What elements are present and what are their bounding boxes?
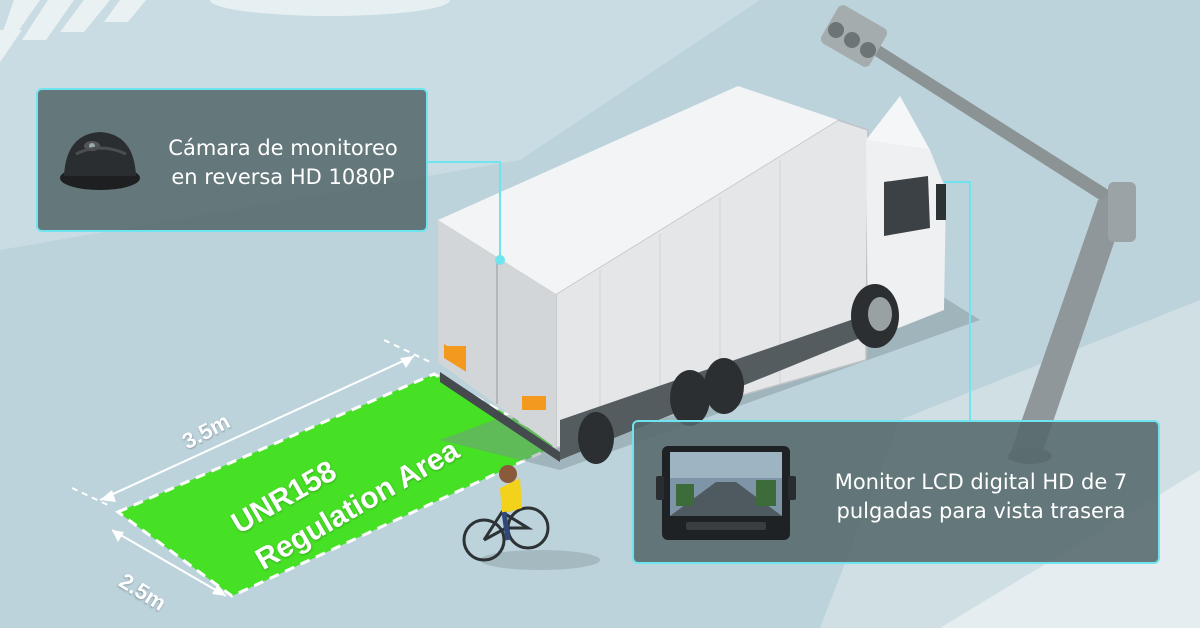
lcd-monitor-icon <box>656 446 796 540</box>
regulation-area <box>115 372 564 598</box>
crosswalk <box>0 0 146 62</box>
truck <box>438 86 946 464</box>
dimension-lines <box>71 339 431 597</box>
monitor-callout-text: Monitor LCD digital HD de 7 pulgadas par… <box>806 468 1156 526</box>
truck-wheels <box>578 284 899 464</box>
monitor-callout-line1: Monitor LCD digital HD de 7 <box>834 470 1128 494</box>
monitor-callout-line2: pulgadas para vista trasera <box>836 499 1126 523</box>
camera-callout-text: Cámara de monitoreo en reversa HD 1080P <box>148 134 418 192</box>
camera-callout-line1: Cámara de monitoreo <box>168 136 398 160</box>
camera-callout: Cámara de monitoreo en reversa HD 1080P <box>36 88 428 232</box>
callout-connectors <box>428 161 971 420</box>
cyclist <box>462 465 600 570</box>
camera-callout-line2: en reversa HD 1080P <box>171 165 395 189</box>
monitor-callout: Monitor LCD digital HD de 7 pulgadas par… <box>632 420 1160 564</box>
dome-camera-icon <box>60 132 140 190</box>
